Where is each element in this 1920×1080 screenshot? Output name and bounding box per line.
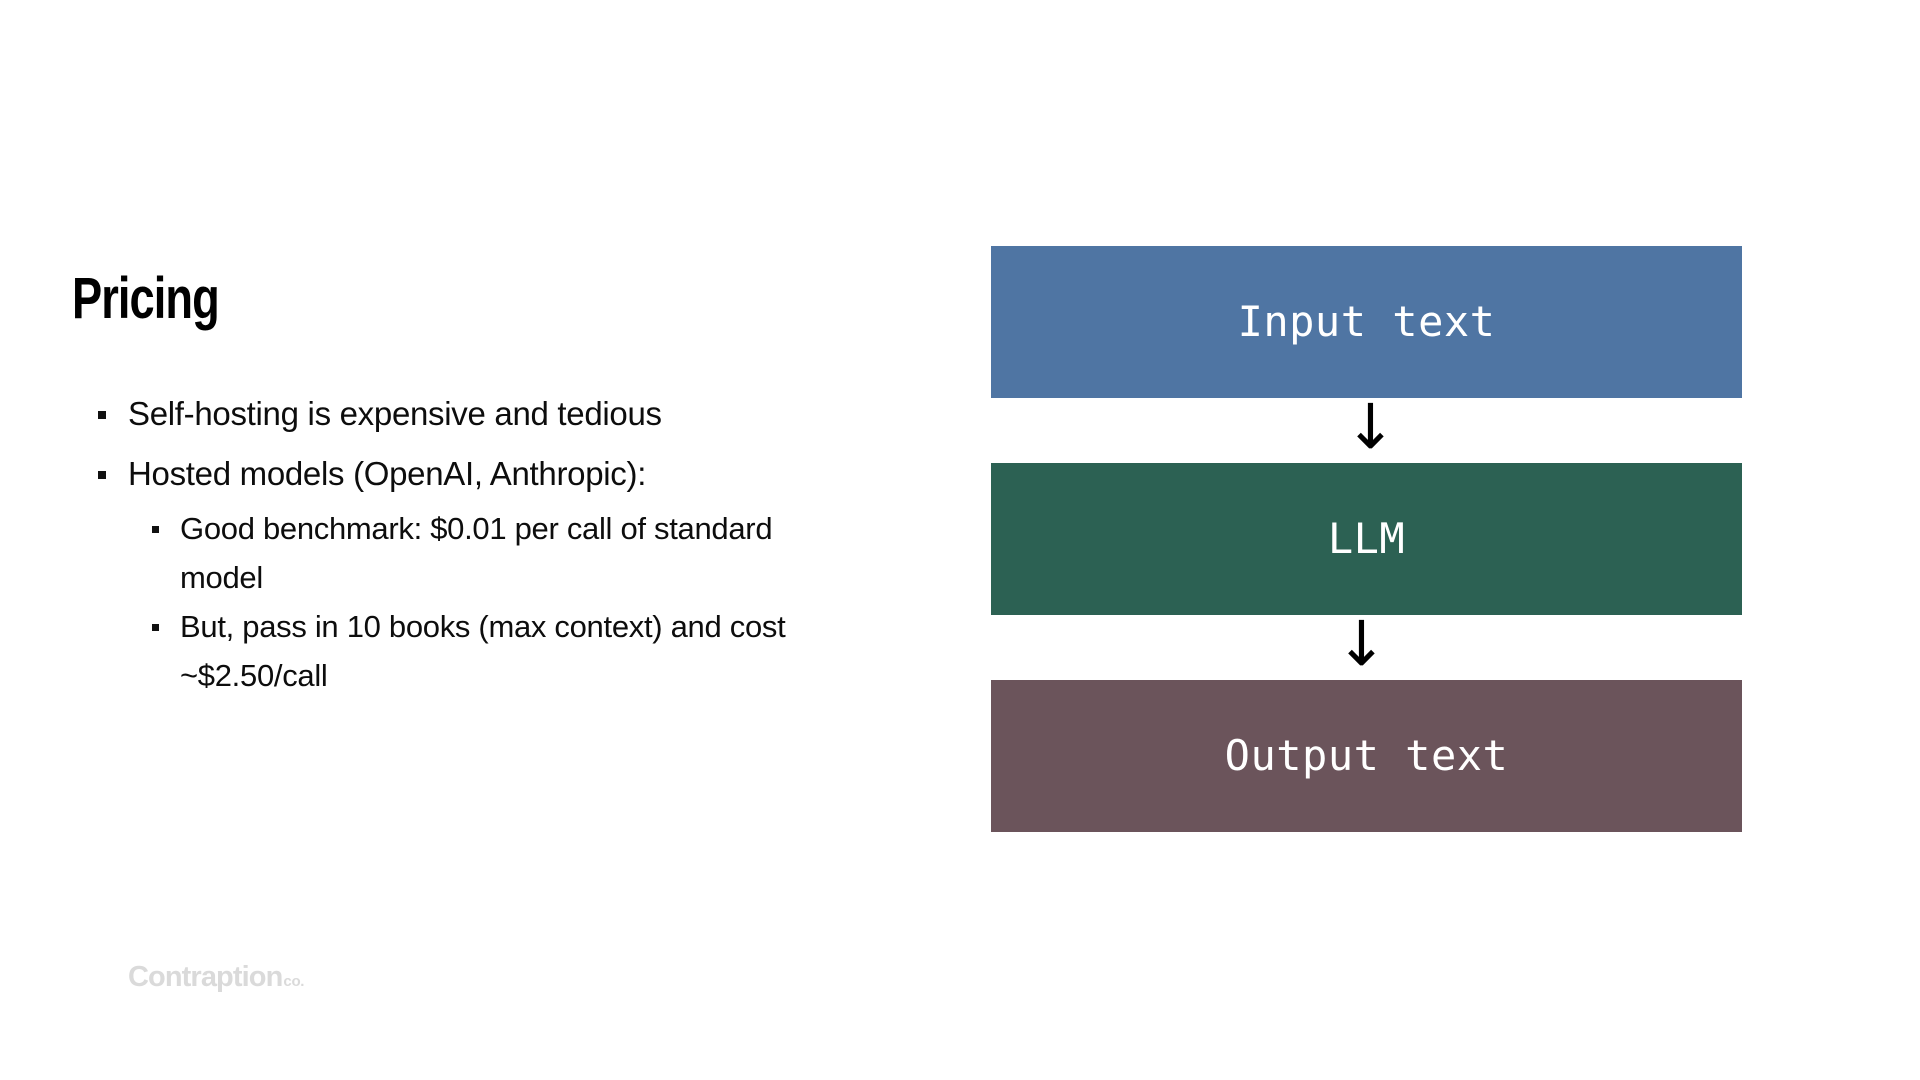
- flow-diagram: Input text ↓ LLM ↓ Output text: [991, 246, 1742, 832]
- bullet-text: Self-hosting is expensive and tedious: [128, 395, 662, 432]
- flow-box-input-text: Input text: [991, 246, 1742, 398]
- flow-box-label: Input text: [1237, 297, 1496, 346]
- flow-arrow-down: ↓: [991, 606, 1742, 680]
- arrow-down-icon: ↓: [1335, 606, 1388, 680]
- bullet-sublist: Good benchmark: $0.01 per call of standa…: [72, 504, 832, 700]
- bullet-square-icon: [152, 526, 159, 533]
- bullet-text: Hosted models (OpenAI, Anthropic):: [128, 455, 647, 492]
- flow-arrow-down: ↓: [991, 389, 1742, 463]
- bullet-text: Good benchmark: $0.01 per call of standa…: [180, 511, 773, 595]
- flow-box-label: LLM: [1327, 514, 1406, 563]
- page-title: Pricing: [72, 266, 220, 331]
- bullet-square-icon: [98, 411, 106, 419]
- bullet-square-icon: [152, 624, 159, 631]
- flow-box-output-text: Output text: [991, 680, 1742, 832]
- bullet-item-level2: Good benchmark: $0.01 per call of standa…: [72, 504, 820, 602]
- bullet-square-icon: [98, 471, 106, 479]
- logo-wordmark: Contraption: [128, 961, 283, 993]
- arrow-down-icon: ↓: [1344, 389, 1397, 463]
- flow-box-llm: LLM: [991, 463, 1742, 615]
- logo-suffix: co.: [283, 973, 305, 990]
- bullet-item-level1: Hosted models (OpenAI, Anthropic):: [72, 444, 832, 504]
- bullet-item-level2: But, pass in 10 books (max context) and …: [72, 602, 820, 700]
- flow-box-label: Output text: [1224, 731, 1509, 780]
- bullet-list: Self-hosting is expensive and tedious Ho…: [72, 384, 832, 700]
- brand-logo: Contraption co.: [128, 961, 304, 994]
- content-column: Pricing Self-hosting is expensive and te…: [72, 270, 832, 700]
- bullet-item-level1: Self-hosting is expensive and tedious: [72, 384, 832, 444]
- bullet-text: But, pass in 10 books (max context) and …: [180, 609, 786, 693]
